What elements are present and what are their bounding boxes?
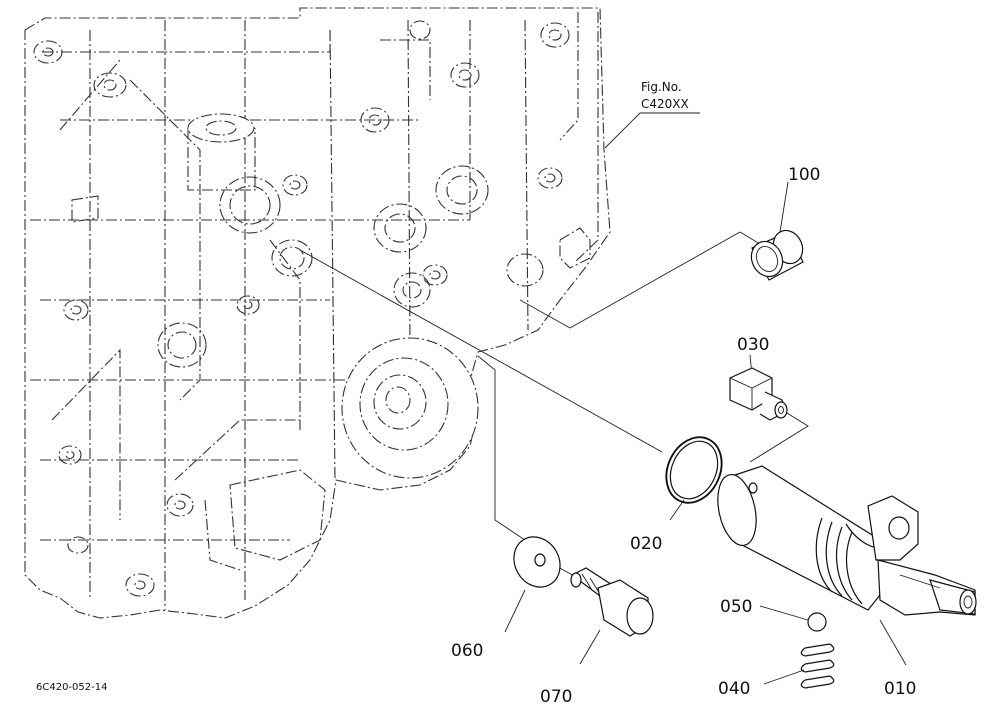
part-010-valve-body xyxy=(717,465,977,616)
fig-no-label: Fig.No. xyxy=(641,80,682,94)
part-030-bleed-screw xyxy=(729,367,788,421)
fig-no-value: C420XX xyxy=(641,97,689,111)
part-050-ball xyxy=(807,612,827,632)
part-020-o-ring xyxy=(665,436,723,504)
callout-070: 070 xyxy=(540,687,572,707)
part-060-washer xyxy=(513,536,561,588)
callout-010: 010 xyxy=(884,679,916,699)
callout-040: 040 xyxy=(718,679,750,699)
part-100-ring xyxy=(750,229,804,281)
part-070-plug xyxy=(570,567,654,637)
leader-lines xyxy=(299,112,907,685)
callout-060: 060 xyxy=(451,641,483,661)
transmission-housing xyxy=(24,7,611,619)
callout-100: 100 xyxy=(788,165,820,185)
part-040-spring xyxy=(800,643,835,689)
figure-number: Fig.No. C420XX xyxy=(641,80,689,111)
callout-030: 030 xyxy=(737,335,769,355)
drawing-code: 6C420-052-14 xyxy=(36,682,107,693)
callout-020: 020 xyxy=(630,534,662,554)
callout-050: 050 xyxy=(720,597,752,617)
